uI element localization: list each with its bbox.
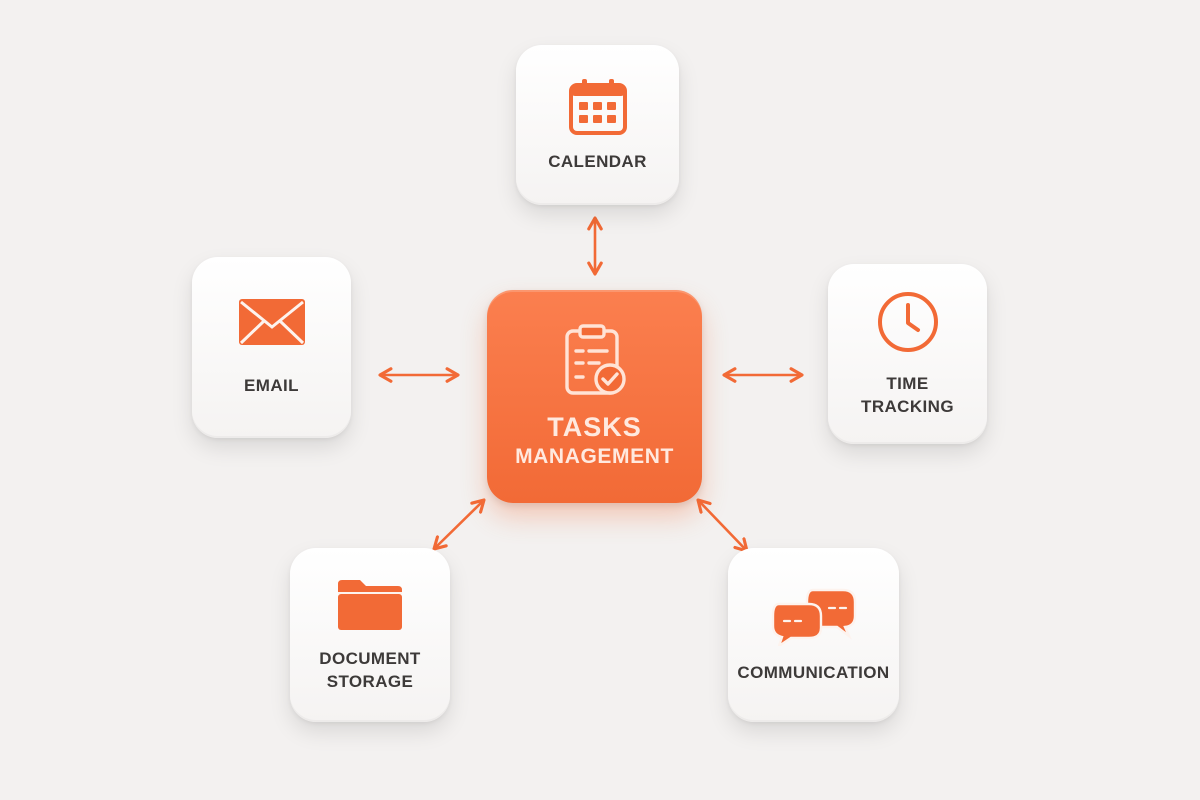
envelope-icon bbox=[238, 299, 305, 346]
time-tracking-label: TIME TRACKING bbox=[861, 373, 954, 419]
calendar-icon bbox=[568, 78, 627, 135]
arrow-document-storage bbox=[432, 498, 486, 551]
email-label: EMAIL bbox=[244, 376, 299, 396]
tasks-management-label: TASKS MANAGEMENT bbox=[515, 411, 674, 471]
time-tracking-line2: TRACKING bbox=[861, 397, 954, 416]
tasks-management-line1: TASKS bbox=[547, 411, 642, 442]
calendar-label: CALENDAR bbox=[548, 151, 647, 171]
document-storage-line2: STORAGE bbox=[326, 672, 414, 691]
communication-card[interactable]: COMMUNICATION bbox=[728, 548, 899, 722]
calendar-card[interactable]: CALENDAR bbox=[516, 45, 679, 205]
folder-icon bbox=[338, 580, 402, 631]
document-storage-label: DOCUMENT STORAGE bbox=[319, 648, 420, 694]
communication-label: COMMUNICATION bbox=[737, 662, 890, 682]
email-card[interactable]: EMAIL bbox=[192, 257, 351, 438]
document-storage-line1: DOCUMENT bbox=[319, 649, 421, 669]
document-storage-card[interactable]: DOCUMENT STORAGE bbox=[290, 548, 450, 722]
arrow-communication bbox=[696, 498, 749, 553]
time-tracking-line1: TIME bbox=[886, 374, 929, 394]
tasks-management-hub[interactable]: TASKS MANAGEMENT bbox=[487, 290, 702, 503]
time-tracking-card[interactable]: TIME TRACKING bbox=[828, 264, 987, 444]
clipboard-check-icon bbox=[564, 323, 626, 395]
tasks-management-line2: MANAGEMENT bbox=[515, 445, 674, 469]
clock-icon bbox=[877, 292, 938, 353]
chat-bubbles-icon bbox=[771, 588, 856, 646]
